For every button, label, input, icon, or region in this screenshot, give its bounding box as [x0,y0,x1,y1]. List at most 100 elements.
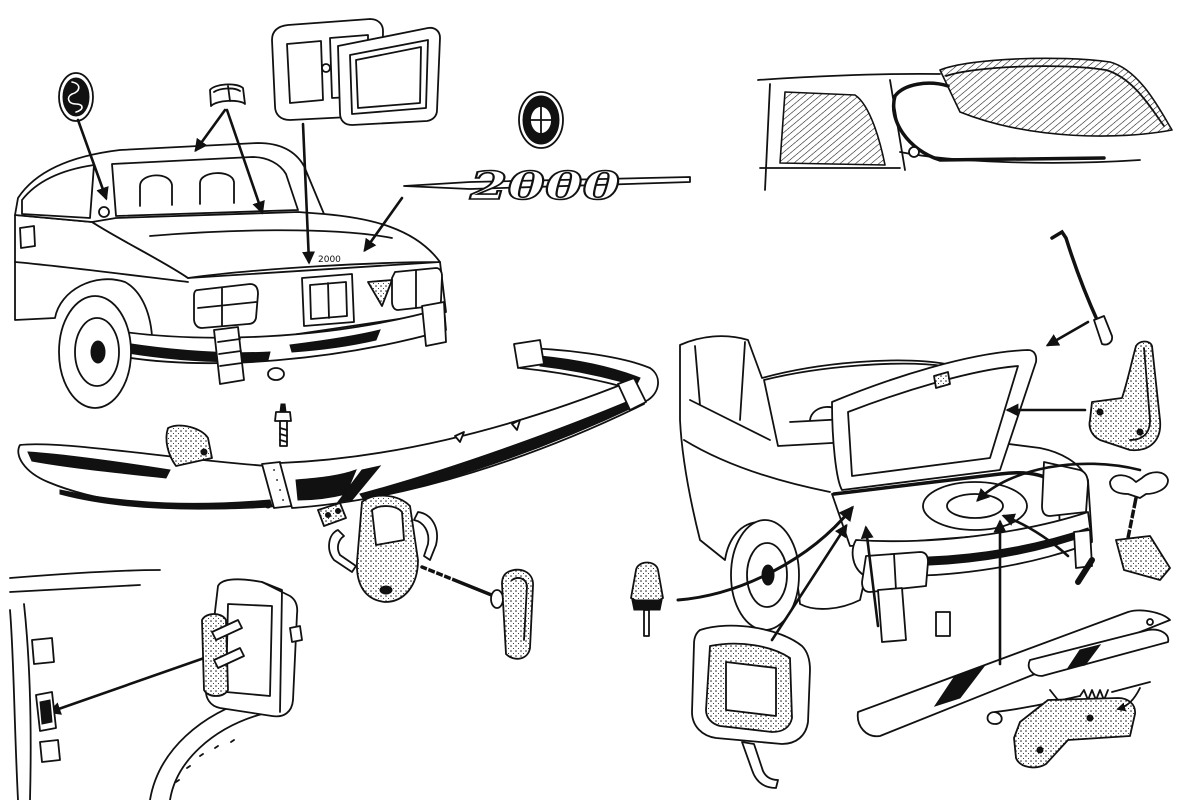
exhaust-tip [267,367,285,381]
bolt-head [274,411,292,422]
long-bolt-head [490,589,504,609]
left-taillight-divider [197,287,257,327]
side-window [21,164,95,219]
small-block-hole-b [335,508,341,514]
door-switch-button [39,699,53,725]
trunk-lid-open [831,349,1038,491]
arrow-torsion-pivot [860,525,880,628]
frame-inner [355,46,422,109]
stopper-ring [631,599,663,611]
trunk-lamp-reflector [725,661,777,717]
trunk-seam [149,229,393,239]
trunk-lid-hinge [1088,340,1162,452]
hinge-body [1088,340,1162,452]
trunk-lid [91,211,441,279]
bumper-joint-holes [273,469,284,501]
trunk-lamp-arm [741,741,779,789]
bracket-hole [379,585,393,595]
bolt-top [279,403,287,413]
bumper-right-joint [617,377,647,411]
rear-seats [139,172,235,207]
arrow-script-badge [363,196,404,253]
arrow-pin [1001,513,1070,558]
rear-window [111,156,299,217]
side-crease [14,261,189,283]
bumper-long-bolt [420,565,504,609]
arrow-prop-rod [1045,320,1090,347]
prop-rod-grip [1093,315,1114,346]
prop-rod-shaft [1050,229,1100,324]
right-assembly-arrows [676,320,1142,666]
latch-hole-a [1036,746,1044,754]
jamb-striker [39,739,61,763]
model-script-badge: 2000 [403,162,691,209]
torsion-bar-long-stripe [933,663,987,707]
trunk-car-pillars [683,341,831,493]
hinge-hole-b [1136,428,1144,436]
wing-nut [1109,471,1169,499]
small-block-body [317,502,347,527]
trunk-latch [1013,687,1141,769]
car-left-overrider [213,326,245,385]
rear-grille-shield [367,279,393,307]
latch-hole-b [1086,714,1094,722]
latch-side-stud [289,625,303,643]
rubber-stopper [630,561,664,637]
bolt-thread [279,427,288,443]
badge-trim-strip [403,176,691,190]
car-left-overrider-ribs [217,338,243,367]
rear-glass-edge [945,65,1165,127]
model-script-text: 2000 [469,163,621,208]
latch-housing-opening [225,603,273,697]
arrow-clip-a [194,108,227,153]
arrow-trunk-lamp [770,523,848,642]
rubber-block-body [165,424,213,467]
bumper-end-bolt [264,501,272,509]
door-latch-housing [201,578,303,718]
jamb-vent [31,637,55,665]
trunk-pin [1075,557,1095,585]
spare-wheel-rim [946,493,1004,519]
frame-rim [349,39,429,115]
long-bolt-shank [420,565,496,598]
trunk-lid-emblem [933,371,951,389]
cable-loop [986,711,1003,725]
emblem-serpent [67,81,83,113]
lock-key [211,619,245,669]
trunk-car-exhaust [935,611,951,637]
stopper-screw [643,609,650,637]
bumper-right-reflection [539,355,641,387]
bumper-overrider [501,568,534,660]
bumper-bolt [274,403,292,447]
rear-wheel-hub [90,340,106,364]
car-right-overrider [421,301,447,347]
car-bumper-reflection [117,329,381,363]
clip-detail [213,85,241,102]
trunk-car-right-taillight [1041,461,1089,517]
pillar-emblem [908,146,920,158]
bumper-spring-clips [328,511,438,573]
trunk-prop-rod [1050,229,1114,346]
roof-line [757,72,941,81]
trunk-car-right-overrider [1073,529,1093,569]
left-assembly-arrows [47,108,404,715]
fuel-cap [98,206,110,218]
clamp-bracket [1115,535,1171,581]
torsion-bar-hole [1146,618,1154,626]
fuel-flap [19,225,36,249]
latch-body [1013,697,1136,769]
torsion-bar-upper-stripe [1066,644,1102,669]
small-block-hole-a [325,512,331,518]
rear-window-view [757,57,1173,191]
stopper-cone [630,561,664,604]
badge-cross [530,106,552,134]
overrider-highlight [511,577,528,641]
hinge-clip-part [209,83,246,107]
arch-holes [175,739,235,783]
spring-clip-left [328,529,357,573]
latch-direction-arrow [1116,687,1141,712]
trunk-car-left-taillight-divider [893,553,897,591]
overrider-body [501,568,534,660]
arrow-clip-b [225,108,265,215]
arrow-latch [47,654,212,715]
